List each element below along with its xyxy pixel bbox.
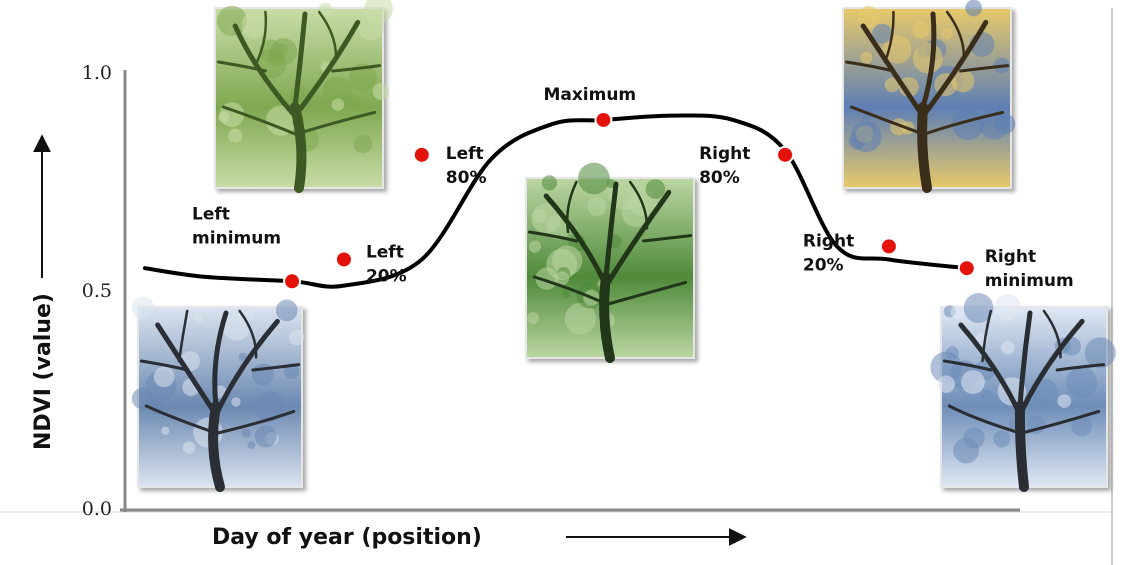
point-left_80 <box>412 145 431 164</box>
point-left_min <box>283 272 302 291</box>
y-tick-2: 1.0 <box>82 62 112 84</box>
y-tick-labels: 0.0 0.5 1.0 <box>82 62 112 520</box>
photo-winter-tree-right <box>930 293 1116 492</box>
y-tick-0: 0.0 <box>82 498 112 520</box>
y-axis-title: NDVI (value) <box>31 293 56 450</box>
point-right_80 <box>776 145 795 164</box>
x-axis-title: Day of year (position) <box>212 525 482 550</box>
photo-winter-tree-left <box>131 296 305 492</box>
point-right_min <box>957 259 976 278</box>
photo-summer-tree <box>525 162 695 363</box>
point-left_20 <box>334 250 353 269</box>
point-maximum <box>594 110 613 129</box>
y-tick-1: 0.5 <box>82 280 112 302</box>
photo-early-summer-tree <box>214 0 393 193</box>
photo-autumn-tree <box>842 0 1016 193</box>
key-points <box>283 110 976 291</box>
tree-photos <box>131 0 1116 492</box>
point-right_20 <box>879 237 898 256</box>
label-maximum: Maximum <box>543 85 636 105</box>
